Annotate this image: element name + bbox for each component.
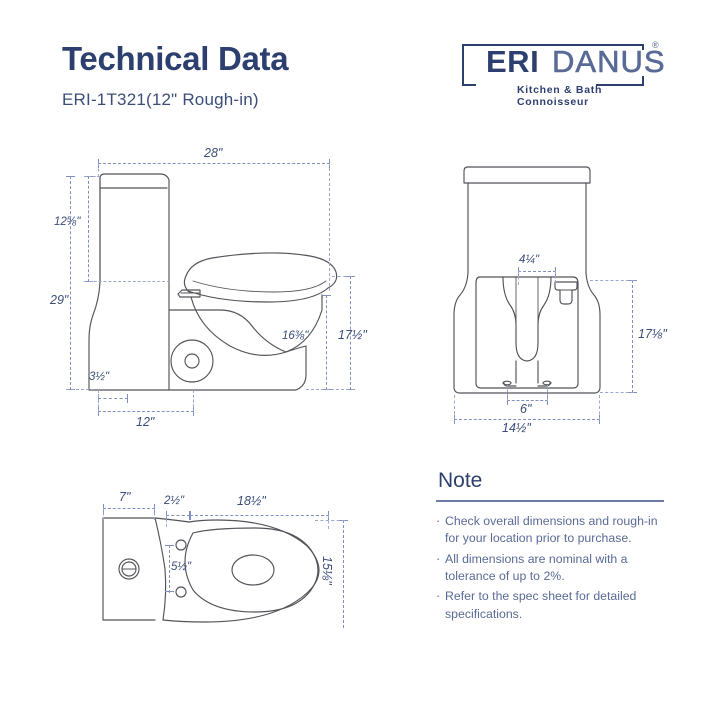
dim-label-bowl-length: 18½" (237, 494, 266, 508)
side-elevation-view: 28" 12⅝" 29" 3½" 12" 16⅜" (50, 146, 380, 440)
dim-line-overall-depth (98, 163, 330, 165)
dim-label-seat-offset: 2½" (164, 495, 185, 507)
ext-line (154, 508, 156, 520)
note-section: Note Check overall dimensions and rough-… (436, 470, 664, 626)
logo-frame-cut-bottom (476, 78, 596, 88)
dim-line-bowl-length (190, 515, 329, 517)
dim-label-tank-depth: 7" (119, 490, 131, 504)
ext-line (555, 271, 557, 283)
dim-label-rear-height: 17⅛" (638, 327, 667, 341)
ext-line (66, 389, 94, 391)
ext-line (329, 163, 331, 291)
dim-line-bolt-spacing (169, 545, 171, 593)
brand-logo: ERI DANUS ® Kitchen & Bath Connoisseur (462, 38, 665, 108)
ext-line (103, 508, 105, 520)
ext-line (332, 276, 352, 278)
dim-line-seat-offset (166, 515, 190, 517)
dim-line-rough-in (98, 411, 194, 413)
dim-tick (127, 394, 129, 403)
model-subtitle: ERI-1T321(12" Rough-in) (62, 90, 259, 109)
ext-line (328, 515, 330, 529)
dim-line-rear-width (454, 419, 600, 421)
note-item: Check overall dimensions and rough-in fo… (436, 512, 664, 548)
side-view-drawing (88, 173, 338, 391)
ext-line (315, 520, 345, 522)
ext-line (98, 390, 100, 412)
dim-label-seat-height: 17½" (338, 328, 367, 342)
dim-line-bolt-spread (507, 400, 548, 402)
ext-line (518, 271, 520, 285)
ext-line (98, 163, 100, 177)
dim-line-top-width (343, 520, 345, 628)
dim-line-supply-offset (518, 271, 556, 273)
dim-label-rough-in-offset: 3½" (89, 371, 110, 383)
dim-label-bowl-rim-height: 16⅜" (282, 330, 309, 342)
top-view-drawing (102, 517, 320, 623)
dim-label-overall-height: 29" (50, 293, 69, 307)
rear-view-drawing (453, 166, 601, 394)
dim-line-rough-in-offset (98, 398, 128, 400)
note-list: Check overall dimensions and rough-in fo… (436, 512, 664, 624)
dim-tick (322, 295, 331, 297)
logo-brand-bold: ERI (486, 44, 540, 79)
ext-line (193, 390, 195, 412)
dim-line-rear-height (632, 280, 634, 393)
dim-tick (165, 591, 174, 593)
dim-label-supply-offset: 4¼" (519, 254, 540, 266)
dim-line-seat-height (350, 276, 352, 390)
ext-line (166, 515, 168, 527)
dim-line-bowl-rim-height (326, 295, 328, 390)
ext-line (590, 280, 634, 282)
dim-label-bolt-spacing: 5½" (171, 561, 192, 573)
ext-line (547, 385, 549, 401)
rear-elevation-view: 4¼" 17⅛" 6" 14½" (440, 155, 680, 440)
dim-label-tank-height: 12⅝" (54, 216, 81, 228)
dim-tick (66, 176, 75, 178)
ext-line (600, 392, 634, 394)
ext-line (306, 389, 354, 391)
note-item: All dimensions are nominal with a tolera… (436, 550, 664, 586)
top-plan-view: 7" 2½" 18½" 5½" 15⅛" (85, 470, 385, 630)
dim-tick (165, 545, 174, 547)
dim-label-bolt-spread: 6" (520, 402, 532, 416)
ext-line (84, 176, 100, 178)
dim-label-rear-width: 14½" (502, 421, 531, 435)
ext-line (507, 385, 509, 401)
dim-line-overall-height (70, 176, 72, 390)
dim-label-overall-depth: 28" (204, 146, 223, 160)
ext-line (599, 395, 601, 420)
dim-tick (190, 511, 192, 520)
registered-trademark-icon: ® (652, 40, 659, 50)
logo-brand-light: DANUS (552, 44, 666, 79)
logo-frame-cut-right (634, 50, 650, 76)
dim-tick (189, 511, 191, 520)
dim-label-top-width: 15⅛" (320, 556, 334, 585)
dim-label-rough-in: 12" (136, 415, 155, 429)
ext-line (84, 281, 170, 283)
dim-line-tank-depth (103, 508, 155, 510)
ext-line (454, 395, 456, 420)
note-heading: Note (438, 469, 483, 492)
logo-tagline: Kitchen & Bath Connoisseur (517, 84, 603, 108)
note-item: Refer to the spec sheet for detailed spe… (436, 587, 664, 623)
note-divider (436, 500, 664, 502)
page-title: Technical Data (62, 40, 289, 77)
dim-line-tank-height (88, 176, 90, 282)
